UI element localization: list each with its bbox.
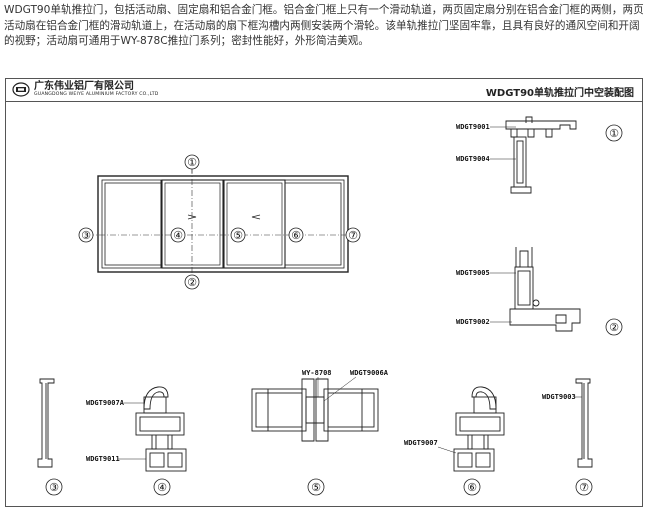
section-marker-1: ① <box>609 127 619 140</box>
part-label-wdgt9004: WDGT9004 <box>456 155 490 163</box>
elevation-markers: ① ② ③ ④ ⑤ ⑥ ⑦ <box>78 154 361 290</box>
section-7-right-jamb <box>575 378 593 468</box>
section-marker-5: ⑤ <box>311 481 321 494</box>
part-label-wy8708: WY-8708 <box>302 369 332 377</box>
intro-paragraph: WDGT90单轨推拉门，包括活动扇、固定扇和铝合金门框。铝合金门框上只有一个滑动… <box>4 4 644 47</box>
part-label-wdgt9003: WDGT9003 <box>542 393 576 401</box>
assembly-drawing-sheet: 广东伟业铝厂有限公司 GUANGDONG WEIYE ALUMINIUM FAC… <box>5 78 643 507</box>
company-name-cn: 广东伟业铝厂有限公司 <box>34 81 134 92</box>
part-label-wdgt9007a: WDGT9007A <box>86 399 125 407</box>
section-marker-6: ⑥ <box>467 481 477 494</box>
marker-3: ③ <box>81 229 91 242</box>
part-label-wdgt9006a: WDGT9006A <box>350 369 389 377</box>
section-5-interlock <box>251 378 379 442</box>
part-label-wdgt9005: WDGT9005 <box>456 269 490 277</box>
section-cut-lines <box>88 168 346 280</box>
section-marker-2: ② <box>609 321 619 334</box>
section-3-left-jamb <box>37 378 55 468</box>
section-4-profile <box>135 386 187 472</box>
section-1-top-profile <box>505 116 577 194</box>
section-marker-4: ④ <box>157 481 167 494</box>
drawing-canvas: ① ② ③ ④ ⑤ ⑥ ⑦ WDGT9001 WDGT9004 <box>37 116 623 496</box>
company-name-en: GUANGDONG WEIYE ALUMINIUM FACTORY CO.,LT… <box>34 92 159 97</box>
part-label-wdgt9007: WDGT9007 <box>404 439 438 447</box>
marker-7: ⑦ <box>348 229 358 242</box>
marker-5: ⑤ <box>233 229 243 242</box>
marker-6: ⑥ <box>291 229 301 242</box>
marker-4: ④ <box>173 229 183 242</box>
section-marker-7: ⑦ <box>579 481 589 494</box>
title-block: 广东伟业铝厂有限公司 GUANGDONG WEIYE ALUMINIUM FAC… <box>6 79 642 102</box>
section-marker-3: ③ <box>49 481 59 494</box>
part-label-wdgt9001: WDGT9001 <box>456 123 490 131</box>
drawing-title: WDGT90单轨推拉门中空装配图 <box>485 88 634 99</box>
marker-1: ① <box>187 156 197 169</box>
section-6-profile <box>453 386 505 472</box>
marker-2: ② <box>187 276 197 289</box>
company-logo-icon <box>12 82 30 97</box>
part-label-wdgt9002: WDGT9002 <box>456 318 490 326</box>
part-label-wdgt9011: WDGT9011 <box>86 455 120 463</box>
section-2-bottom-profile <box>509 247 581 332</box>
door-elevation <box>97 175 349 273</box>
